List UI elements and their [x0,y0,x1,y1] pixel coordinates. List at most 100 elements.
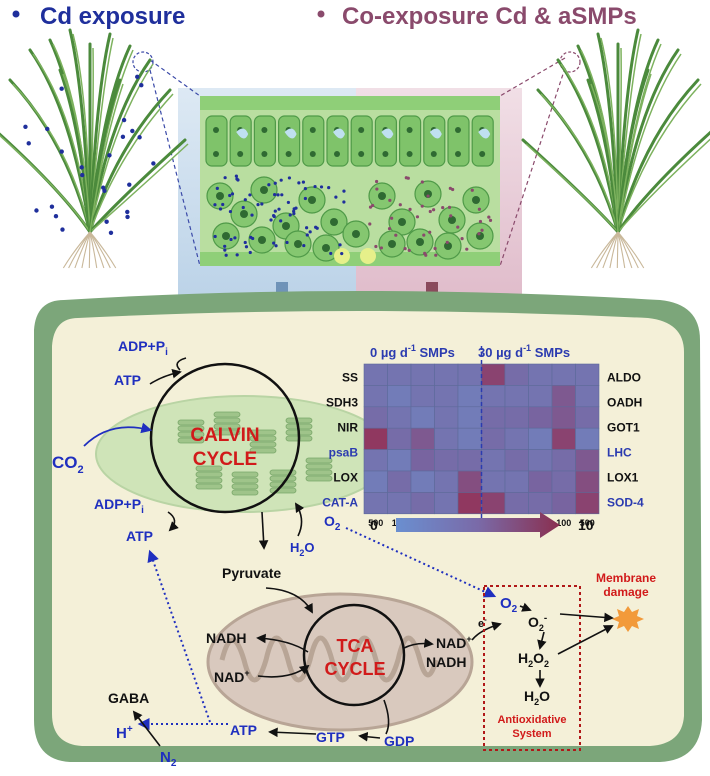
chloroplast-dot [358,127,365,133]
cd-particle [256,202,260,207]
cd-particle [303,187,307,191]
heatmap-cell [528,406,553,429]
grass-blade [88,32,112,234]
heatmap-cell [410,427,435,450]
palisade-cell [278,115,301,167]
atp-transfer-arrow [147,549,211,723]
o2-transfer-arrow [345,527,497,598]
cd-particle [260,202,264,206]
heatmap-row-label: SOD-4 [607,495,644,509]
heatmap-cell [575,406,600,429]
smp-particle [477,232,481,236]
arrow [258,511,269,550]
smp-particle [449,214,453,218]
atp-bottom-label: ATP [126,528,153,544]
cristae [219,635,439,683]
palisade-cell [447,115,470,167]
plant-right [521,28,710,269]
cd-particle [59,86,64,91]
heatmap-cell [363,427,388,450]
smp-particle [426,194,430,198]
cd-particle [302,243,306,248]
tca-cycle-ring [302,603,406,707]
chloroplast-dot [430,151,437,157]
cd-particle [272,241,276,245]
chloroplast-dot [240,210,248,218]
heatmap-row-label: psaB [329,445,359,459]
grass-blade [525,143,619,233]
smp-particle [441,206,445,210]
heatmap-title-left: 0 µg d-1 SMPs [370,343,455,360]
heatmap-cell [434,406,459,429]
vacuole [236,128,249,139]
adp-pi-top-label: ADP+Pi [118,338,168,358]
cd-particle [277,207,281,211]
heatmap-cell [504,406,529,429]
h2o2-label: H2O2 [518,650,549,669]
cd-particle [286,200,290,205]
cd-particle [269,218,273,222]
tca-title-line1: TCA [337,636,374,656]
heatmap-cell [504,449,529,472]
heatmap-cell [387,449,412,472]
grass-blade [616,78,700,234]
palisade-cell [229,115,252,167]
heatmap-cell [434,449,459,472]
chloroplast-dot [222,232,230,240]
tca-title-line2: CYCLE [324,659,385,679]
smp-particle [432,208,436,212]
heatmap-row-label: LOX [333,470,358,484]
cd-particle [274,244,278,248]
mitochondrion [206,592,474,732]
cd-particle [308,230,312,234]
smp-particle [406,176,410,180]
antiox-line2: System [512,728,551,740]
cd-particle [215,186,219,190]
heatmap-cell [457,406,482,429]
root [88,231,91,269]
smp-particle [451,187,455,192]
smp-particle [470,188,474,192]
heatmap-cell [457,470,482,493]
thylakoid [249,441,277,448]
chloroplast-dot [479,151,486,157]
heatmap-cell [387,492,412,515]
smp-particle [456,225,460,229]
nad-right-label: NAD+ [436,634,472,651]
cd-particle [287,176,292,180]
palisade-cell [471,115,494,167]
grass-blade [616,130,710,234]
thylakoid [195,465,223,472]
heatmap-cell [363,385,388,408]
grass-blade [590,83,619,233]
ros-box [483,585,581,751]
cd-particle [104,219,109,224]
chloroplast-dot [406,151,413,157]
heatmap-cell [528,385,553,408]
smp-particle [379,246,383,250]
cd-particle [342,200,346,204]
arrow [294,502,305,537]
heatmap-cells [363,363,600,515]
smp-particle [424,253,428,257]
heatmap-cell [410,492,435,515]
nadh-left-label: NADH [206,630,246,646]
palisade-cell [302,115,325,167]
heatmap-row-label: ALDO [607,370,641,384]
arrow [265,587,313,614]
chloroplast-dot [309,151,316,157]
grass-blade [0,134,91,233]
cd-particle [340,251,344,256]
palisade-cell [399,115,422,167]
smp-particle [398,203,402,207]
smp-particle [403,247,407,251]
thylakoid [249,435,277,442]
h2o-label: H2O [290,540,315,558]
chloroplast-dot [424,190,432,198]
chloroplast-dot [406,127,413,133]
grass-blade [89,63,154,233]
chloroplast-dot [330,218,338,226]
smp-particle [420,204,424,208]
vacuole [429,128,442,139]
heatmap-row-label: LHC [607,445,632,459]
